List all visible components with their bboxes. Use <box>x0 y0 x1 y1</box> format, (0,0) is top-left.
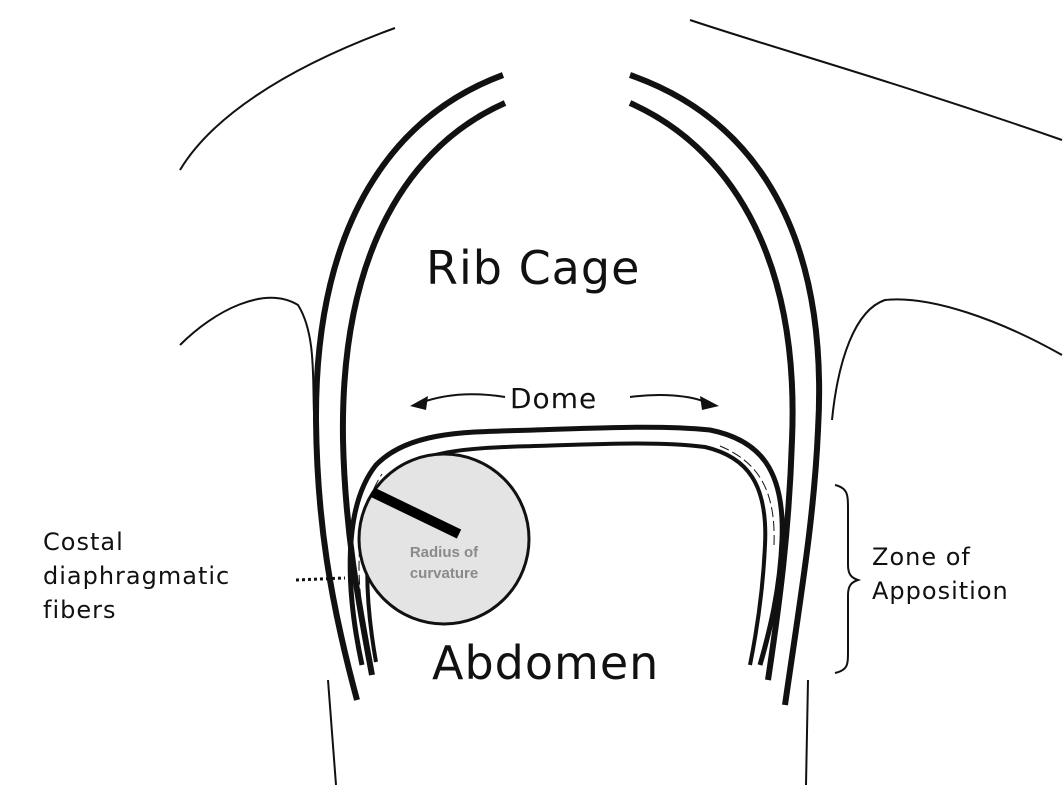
radius-label: Radius of curvature <box>394 542 494 584</box>
radius-label-line1: Radius of <box>394 542 494 563</box>
abdomen-label: Abdomen <box>432 640 659 686</box>
costal-fibers-label: Costal diaphragmatic fibers <box>43 525 230 627</box>
costal-label-line2: diaphragmatic <box>43 559 230 593</box>
radius-label-line2: curvature <box>394 563 494 584</box>
zone-of-apposition-label: Zone of Apposition <box>872 540 1009 608</box>
zone-label-line2: Apposition <box>872 574 1009 608</box>
zone-label-line1: Zone of <box>872 540 1009 574</box>
dome-label: Dome <box>510 385 597 413</box>
costal-label-line1: Costal <box>43 525 230 559</box>
costal-label-line3: fibers <box>43 593 230 627</box>
rib-cage-label: Rib Cage <box>426 245 640 291</box>
radius-circle <box>359 454 529 624</box>
